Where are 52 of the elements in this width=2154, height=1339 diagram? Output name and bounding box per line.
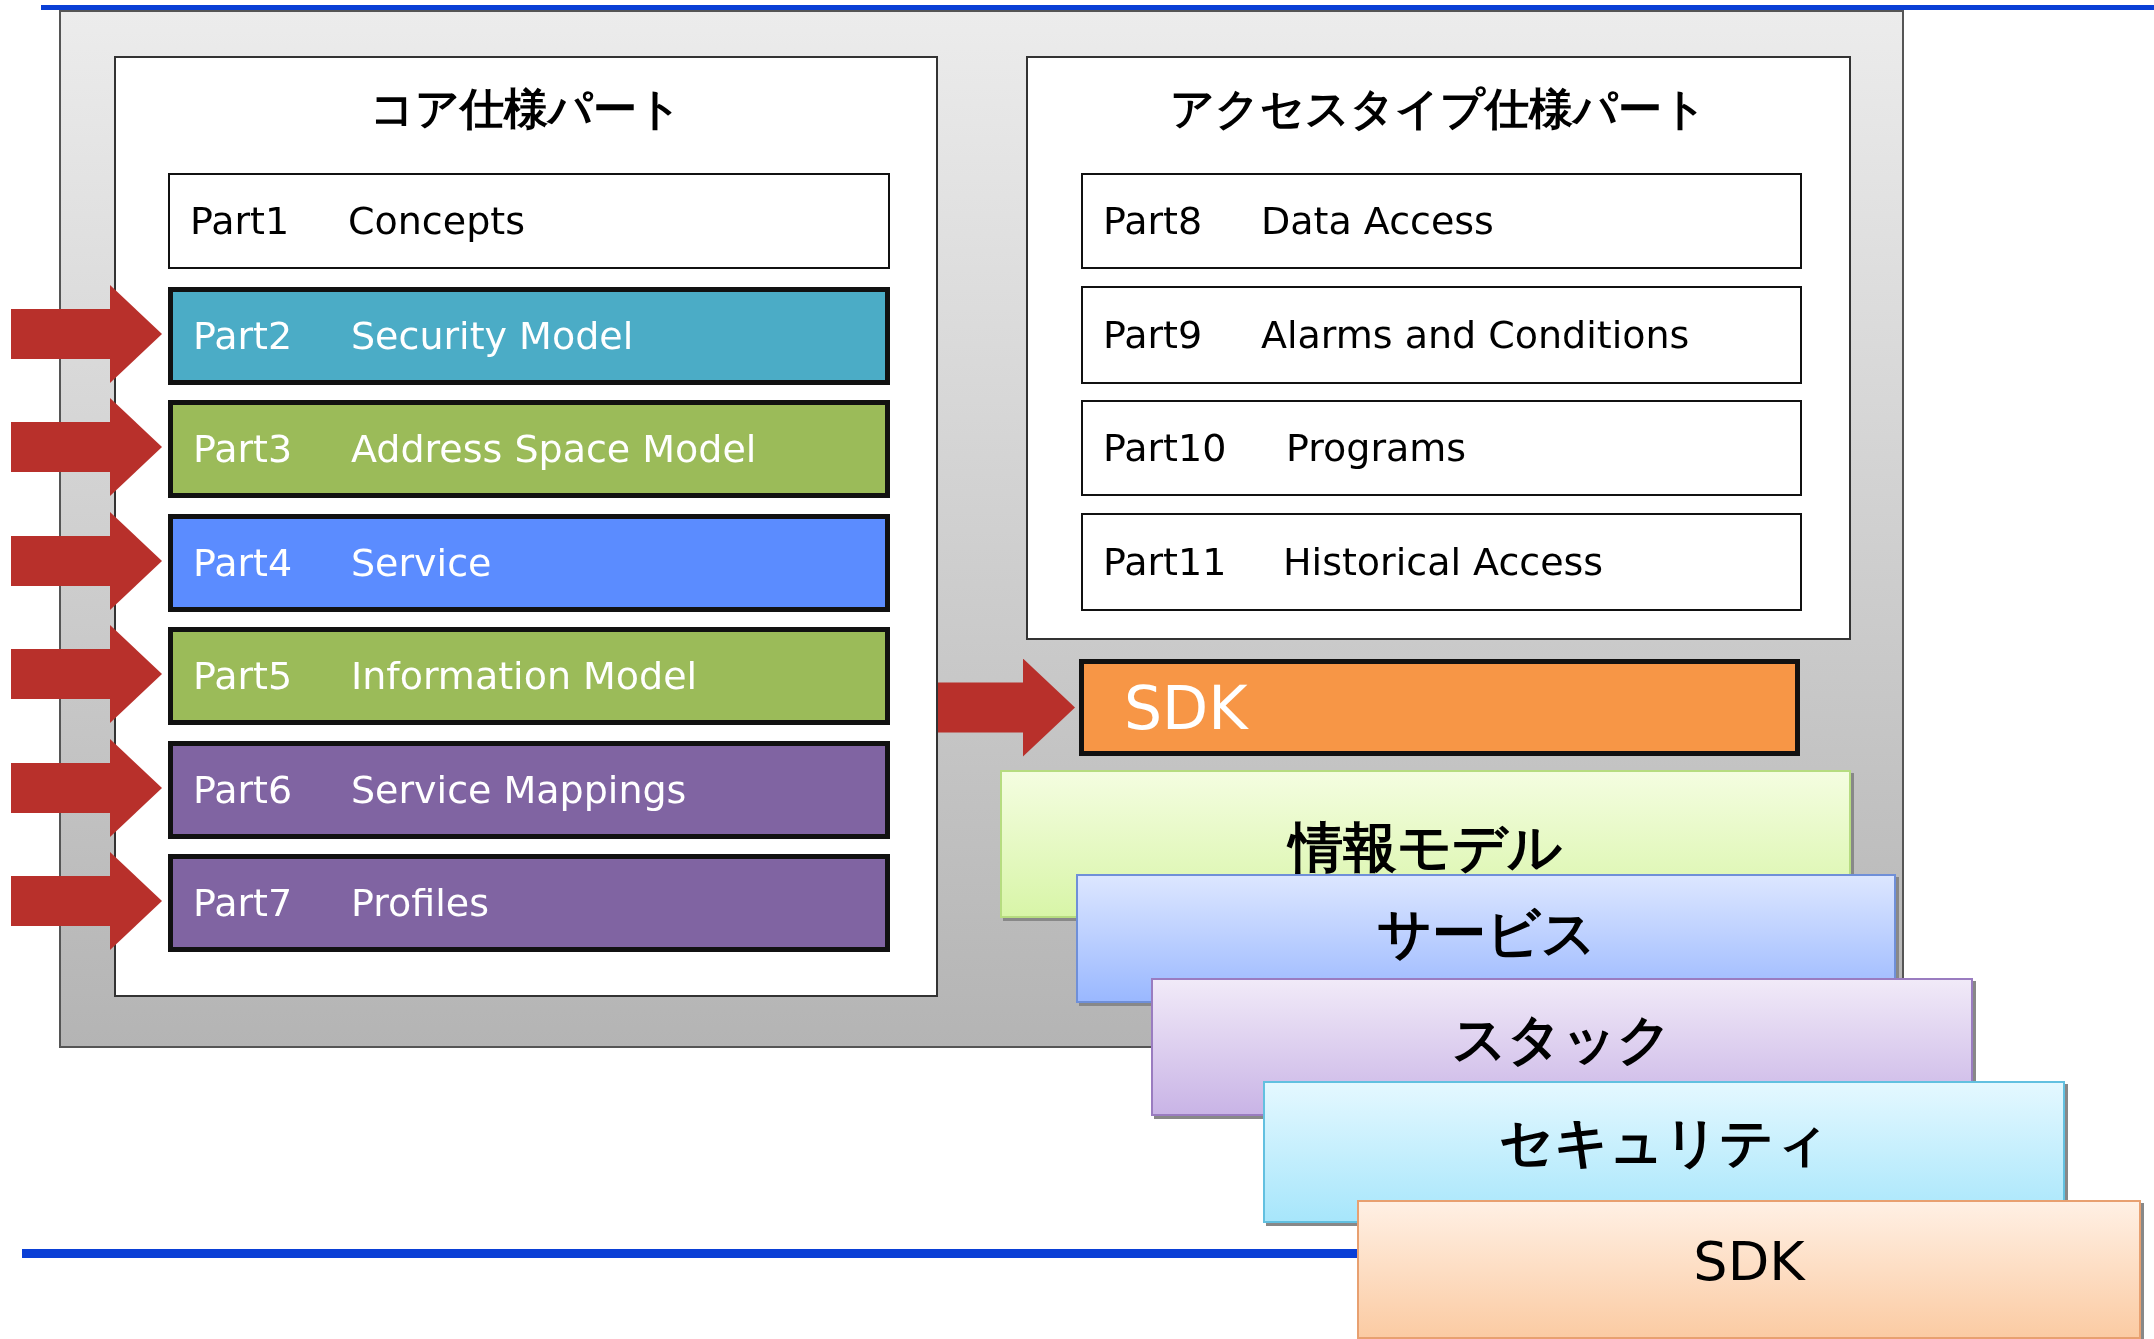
spec-part-box [1081,286,1802,384]
spec-group-panel [1026,56,1851,640]
arrow [11,512,162,610]
spec-part-box [1081,400,1802,496]
part-title: Address Space Model [351,427,757,471]
panel-heading: コア仕様パート [369,82,683,136]
sdk-label: SDK [1124,672,1248,743]
spec-group-panel [114,56,938,997]
layer-label: 情報モデル [1002,812,1849,885]
arrow [11,285,162,383]
part-number: Part8 [1103,199,1203,243]
part-number: Part7 [193,881,293,925]
part-number: Part11 [1103,540,1227,584]
spec-part-box [168,741,890,839]
stack-layer [1357,1200,2141,1339]
spec-part-box [168,514,890,612]
arrow [11,398,162,496]
part-title: Service Mappings [351,768,687,812]
spec-part-box [168,173,890,269]
spec-part-box [168,287,890,385]
panel-heading: アクセスタイプ仕様パート [1169,82,1708,136]
part-number: Part9 [1103,313,1203,357]
part-title: Historical Access [1283,540,1604,584]
arrow [11,739,162,837]
layer-label: サービス [1375,901,1597,967]
part-title: Information Model [351,654,698,698]
part-title: Programs [1286,426,1467,470]
part-number: Part5 [193,654,293,698]
part-number: Part1 [190,199,290,243]
arrow [11,852,162,950]
layer-label: SDK [1692,1230,1807,1293]
arrow [11,625,162,723]
spec-part-box [168,627,890,725]
part-number: Part3 [193,427,293,471]
part-title: Data Access [1261,199,1494,243]
part-title: Concepts [348,199,525,243]
part-number: Part6 [193,768,293,812]
layer-label: スタック [1451,1007,1673,1073]
part-number: Part2 [193,314,293,358]
arrow [938,658,1075,757]
part-number: Part10 [1103,426,1227,470]
spec-part-box [168,400,890,498]
layer-label: セキュリティ [1498,1110,1830,1176]
spec-part-box [1081,513,1802,611]
part-title: Service [351,541,492,585]
spec-part-box [168,854,890,952]
part-title: Security Model [351,314,634,358]
sdk-box [1079,659,1800,756]
spec-part-box [1081,173,1802,269]
part-title: Profiles [351,881,489,925]
part-number: Part4 [193,541,293,585]
part-title: Alarms and Conditions [1261,313,1690,357]
